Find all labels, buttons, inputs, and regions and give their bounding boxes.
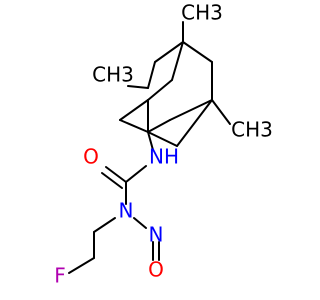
atom-labels: CH3 CH3 CH3 NH O N N O F [54, 1, 273, 288]
nitroso-oxygen-label: O [148, 258, 164, 282]
bond-cage-to-nh [147, 131, 154, 151]
bond-cage-4 [171, 41, 184, 81]
adamantane-cage [119, 21, 231, 147]
bond-cage-5 [147, 61, 156, 89]
side-chain [68, 131, 160, 274]
bond-cage-8 [119, 99, 149, 121]
bond-cage-14 [176, 99, 213, 147]
bond-ch2-to-f [68, 257, 95, 274]
molecule-canvas: CH3 CH3 CH3 NH O N N O F [54, 0, 273, 288]
methyl-right-label: CH3 [231, 118, 273, 142]
urea-nitrogen-label: N [119, 199, 134, 223]
bond-n-to-nitroso-n [133, 217, 147, 229]
bond-cage-15 [211, 99, 231, 125]
bond-carbonyl-double-1 [105, 166, 127, 183]
bond-cage-13 [147, 131, 178, 147]
bond-cage-12 [169, 99, 213, 121]
bond-cage-2 [154, 41, 184, 63]
bond-cage-9 [119, 119, 149, 133]
bond-n-to-ch2 [93, 217, 116, 233]
nitroso-nitrogen-label: N [149, 223, 164, 247]
bond-cage-16 [127, 85, 149, 89]
fluorine-label: F [54, 264, 66, 288]
bond-cage-11 [147, 119, 171, 133]
bond-cage-7 [147, 79, 173, 101]
methyl-left-label: CH3 [92, 63, 134, 87]
structure-diagram: CH3 CH3 CH3 NH O N N O F [54, 1, 273, 288]
amine-nh-label: NH [149, 145, 179, 169]
bond-cage-3 [182, 41, 213, 63]
bond-nh-to-carbonyl-c [125, 165, 147, 183]
bond-carbonyl-double-2 [101, 172, 123, 189]
carbonyl-oxygen-label: O [83, 145, 99, 169]
methyl-top-label: CH3 [181, 1, 223, 25]
